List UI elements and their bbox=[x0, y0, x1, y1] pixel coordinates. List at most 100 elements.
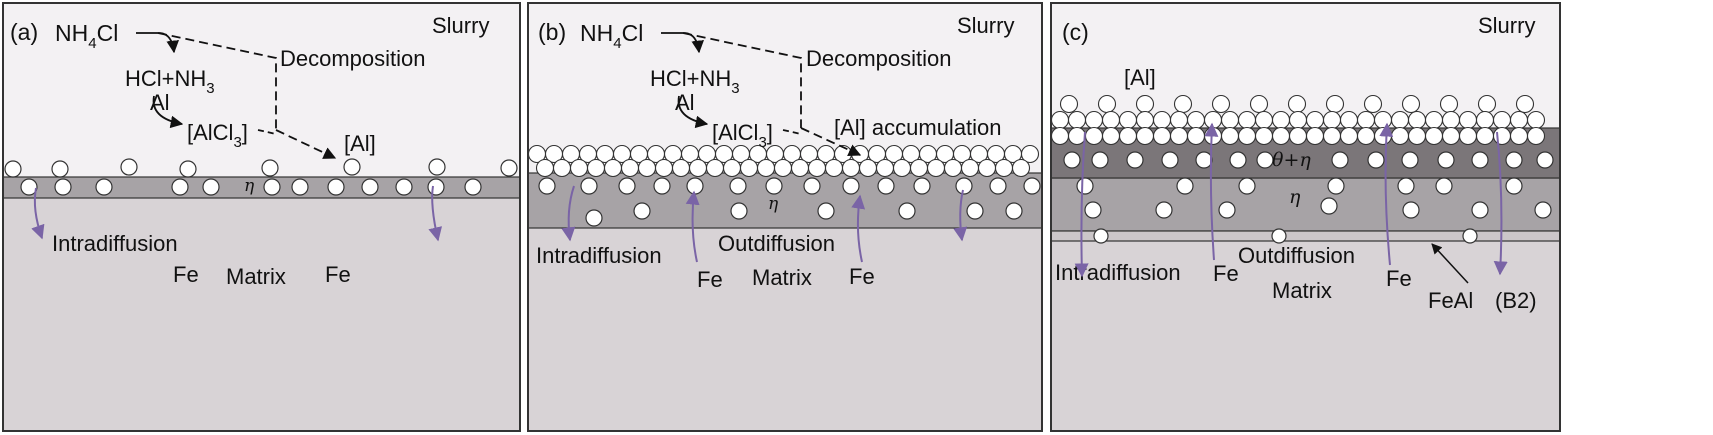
al-particle bbox=[1220, 110, 1240, 130]
al-particle bbox=[1186, 110, 1206, 130]
al-particle bbox=[994, 158, 1014, 178]
al-particle bbox=[1254, 110, 1274, 130]
alcl3-label: [AlCl3] bbox=[712, 120, 773, 151]
al-particle bbox=[756, 158, 776, 178]
al-particle bbox=[1322, 126, 1342, 146]
al-particle bbox=[722, 158, 742, 178]
al-particle bbox=[892, 158, 912, 178]
al-particle bbox=[1288, 110, 1308, 130]
al-particle bbox=[586, 158, 606, 178]
al-particle bbox=[1254, 126, 1274, 146]
theta-eta-label: θ+η bbox=[1272, 149, 1311, 171]
al-particle bbox=[1441, 110, 1461, 130]
al-particle bbox=[1169, 110, 1189, 130]
slurry-label: Slurry bbox=[957, 13, 1014, 38]
al-particle bbox=[1173, 94, 1193, 114]
reaction-arrows bbox=[136, 32, 337, 159]
al-particle bbox=[1097, 94, 1117, 114]
al-particle bbox=[1084, 126, 1104, 146]
al-particle bbox=[858, 158, 878, 178]
panel-c: (c) Slurry [Al] θ+η η Intradiffusion Fe … bbox=[1050, 2, 1561, 432]
reaction-arrows bbox=[661, 32, 862, 157]
al-particle bbox=[1401, 94, 1421, 114]
al-particle bbox=[1325, 94, 1345, 114]
decomposition-label: Decomposition bbox=[806, 46, 952, 71]
matrix-region bbox=[528, 228, 1042, 431]
fe-label-right: Fe bbox=[1386, 266, 1412, 291]
al-particle bbox=[1288, 126, 1308, 146]
al-particle bbox=[1237, 126, 1257, 146]
intradiffusion-label: Intradiffusion bbox=[1055, 260, 1181, 285]
al-particle bbox=[1305, 110, 1325, 130]
al-particle bbox=[1458, 126, 1478, 146]
al-particle bbox=[1203, 110, 1223, 130]
al-particle bbox=[790, 158, 810, 178]
al-particle bbox=[1271, 126, 1291, 146]
al-particle bbox=[1203, 126, 1223, 146]
eta-layer-particles bbox=[20, 178, 482, 196]
slurry-label: Slurry bbox=[432, 13, 489, 38]
al-particle bbox=[1135, 110, 1155, 130]
al-particle bbox=[1118, 110, 1138, 130]
al-particle bbox=[1339, 126, 1359, 146]
al-particle bbox=[943, 158, 963, 178]
fe-label-left: Fe bbox=[173, 262, 199, 287]
al-particle bbox=[1020, 144, 1040, 164]
al-particle bbox=[1135, 94, 1155, 114]
al-particle bbox=[603, 158, 623, 178]
al-particle bbox=[535, 158, 555, 178]
al-particle bbox=[841, 158, 861, 178]
panel-a: (a) Slurry NH4Cl Decomposition HCl+NH3 A… bbox=[2, 2, 521, 432]
eta-label: η bbox=[1289, 186, 1301, 208]
al-particle bbox=[1118, 126, 1138, 146]
al-particle bbox=[705, 158, 725, 178]
outdiffusion-label: Outdiffusion bbox=[1238, 243, 1355, 268]
al-particle bbox=[1407, 126, 1427, 146]
al-particle bbox=[1356, 110, 1376, 130]
eta-label: η bbox=[244, 176, 255, 196]
panel-border bbox=[2, 2, 521, 432]
al-particle bbox=[1186, 126, 1206, 146]
al-bracket-label: [Al] bbox=[1124, 65, 1156, 90]
matrix-label: Matrix bbox=[226, 264, 286, 289]
hcl-nh3-label: HCl+NH3 bbox=[650, 66, 740, 97]
al-particle bbox=[1356, 126, 1376, 146]
panel-border bbox=[527, 2, 1043, 432]
diffusion-arrows bbox=[561, 185, 968, 263]
al-particle bbox=[1509, 126, 1529, 146]
al-particle bbox=[1067, 126, 1087, 146]
al-particle bbox=[1509, 110, 1529, 130]
matrix-label: Matrix bbox=[1272, 278, 1332, 303]
al-particle bbox=[1101, 126, 1121, 146]
eta-layer-particles bbox=[538, 177, 1041, 227]
intradiffusion-label: Intradiffusion bbox=[52, 231, 178, 256]
al-particle bbox=[1390, 126, 1410, 146]
nh4cl-label: NH4Cl bbox=[55, 20, 118, 52]
al-particle bbox=[1152, 110, 1172, 130]
b2-label: (B2) bbox=[1495, 288, 1537, 313]
al-particle bbox=[569, 158, 589, 178]
matrix-label: Matrix bbox=[752, 265, 812, 290]
al-particle bbox=[1237, 110, 1257, 130]
decomposition-label: Decomposition bbox=[280, 46, 426, 71]
al-particle bbox=[1135, 126, 1155, 146]
al-particle bbox=[926, 158, 946, 178]
al-particle bbox=[875, 158, 895, 178]
slurry-label: Slurry bbox=[1478, 13, 1535, 38]
al-particle bbox=[1339, 110, 1359, 130]
al-particle bbox=[1492, 110, 1512, 130]
al-particle bbox=[1439, 94, 1459, 114]
al-particle bbox=[1084, 110, 1104, 130]
al-particle bbox=[688, 158, 708, 178]
intradiffusion-label: Intradiffusion bbox=[536, 243, 662, 268]
al-particle bbox=[824, 158, 844, 178]
al-particle bbox=[671, 158, 691, 178]
al-particle bbox=[1390, 110, 1410, 130]
outdiffusion-label: Outdiffusion bbox=[718, 231, 835, 256]
al-particle bbox=[1458, 110, 1478, 130]
al-particle bbox=[1475, 126, 1495, 146]
al-particle bbox=[1475, 110, 1495, 130]
al-particle bbox=[1322, 110, 1342, 130]
feal-pointer bbox=[1431, 243, 1469, 284]
